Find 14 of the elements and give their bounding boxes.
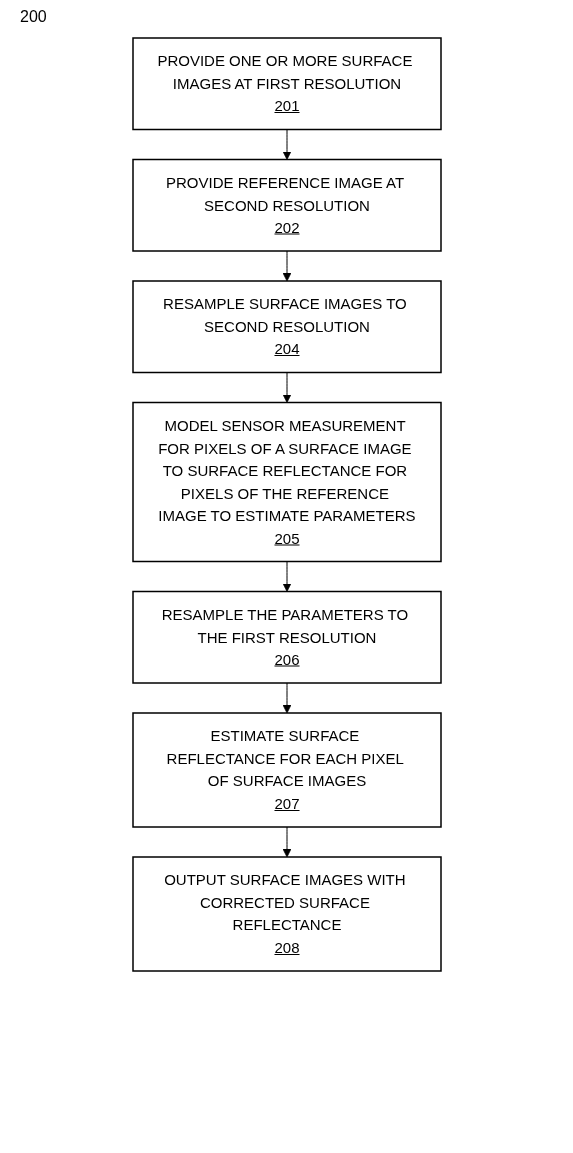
reference-numeral: 200 — [20, 8, 47, 26]
node-box: MODEL SENSOR MEASUREMENT FOR PIXELS OF A SURFACE IMAGE TO SURFACE REFLECTANCE FOR PIXELS OF THE REFERENCE IMAGE TO ESTIMATE PARAMETERS 205 — [131, 401, 442, 563]
node-box: OUTPUT SURFACE IMAGES WITH CORRECTED SURFACE REFLECTANCE 208 — [131, 856, 442, 972]
node-box: PROVIDE REFERENCE IMAGE AT SECOND RESOLUTION 202 — [131, 158, 442, 252]
arrow — [282, 826, 291, 858]
arrow — [282, 250, 291, 282]
arrow — [282, 561, 291, 592]
arrow — [282, 129, 291, 160]
arrow — [282, 682, 291, 714]
node-box: ESTIMATE SURFACE REFLECTANCE FOR EACH PIXEL OF SURFACE IMAGES 207 — [131, 712, 442, 828]
node-box: RESAMPLE SURFACE IMAGES TO SECOND RESOLUTION 204 — [131, 280, 442, 374]
arrow — [282, 372, 291, 403]
node-box: RESAMPLE THE PARAMETERS TO THE FIRST RESOLUTION 206 — [131, 590, 442, 684]
node-box: PROVIDE ONE OR MORE SURFACE IMAGES AT FIRST RESOLUTION 201 — [131, 37, 442, 131]
